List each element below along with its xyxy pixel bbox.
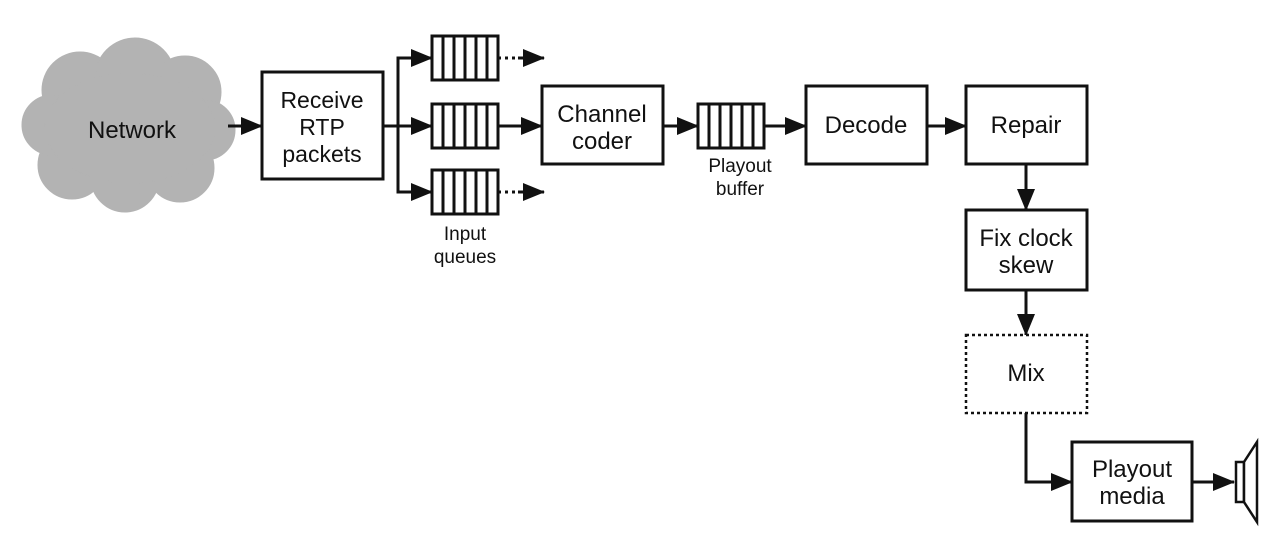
receive-label-line3: packets [282, 141, 361, 167]
decode-box: Decode [804, 84, 929, 166]
channel-coder-label-line2: coder [572, 128, 632, 155]
input-queue-3 [430, 168, 545, 216]
playout-buffer [696, 102, 766, 150]
fix-clock-label-line2: skew [999, 252, 1054, 279]
channel-coder-label-line1: Channel [557, 101, 646, 128]
decode-label: Decode [825, 112, 908, 139]
mix-label: Mix [1007, 360, 1044, 387]
fanout-wires [383, 49, 433, 201]
fix-clock-skew-box: Fix clock skew [964, 208, 1089, 292]
mix-box: Mix [964, 333, 1089, 415]
network-cloud: Network [21, 37, 236, 213]
arrow-mix-to-playout [1024, 413, 1073, 491]
playout-media-label-line1: Playout [1092, 456, 1172, 483]
playout-media-label-line2: media [1099, 483, 1165, 510]
receive-label-line2: RTP [299, 114, 345, 140]
input-queue-2 [430, 102, 543, 150]
repair-label: Repair [991, 112, 1062, 139]
receive-label-line1: Receive [280, 87, 363, 113]
input-queues-caption-line1: Input [444, 224, 487, 245]
playout-buffer-caption-line2: buffer [716, 179, 765, 200]
speaker-icon [1234, 437, 1259, 527]
playout-media-box: Playout media [1070, 440, 1194, 523]
repair-box: Repair [964, 84, 1089, 166]
fix-clock-label-line1: Fix clock [979, 225, 1073, 252]
playout-buffer-caption-line1: Playout [708, 156, 772, 177]
network-label: Network [88, 117, 177, 144]
input-queues-caption-line2: queues [434, 247, 496, 268]
receive-rtp-packets-box: Receive RTP packets [260, 70, 385, 181]
input-queue-1 [430, 34, 545, 82]
channel-coder-box: Channel coder [540, 84, 665, 166]
